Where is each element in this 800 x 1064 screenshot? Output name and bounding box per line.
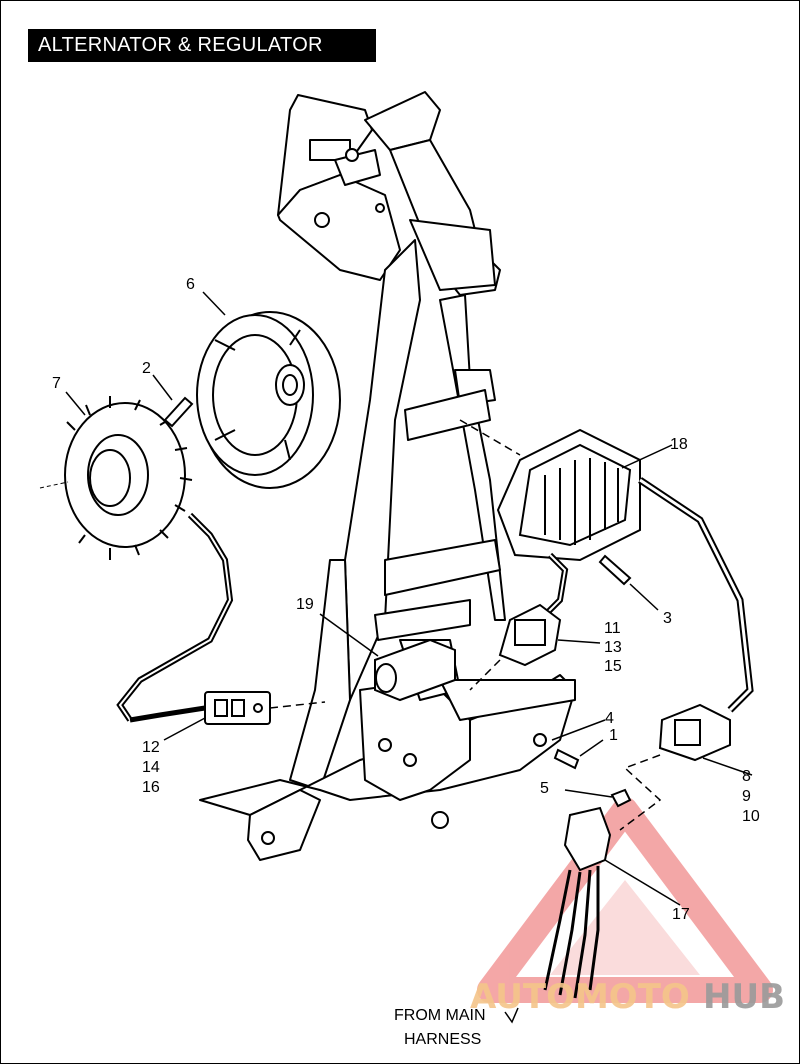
watermark-text-2: HUB (703, 977, 785, 1017)
nut (610, 788, 632, 808)
callout-13: 13 (604, 639, 622, 656)
diagram-title: ALTERNATOR & REGULATOR (28, 29, 376, 62)
footer-line2: HARNESS (404, 1031, 481, 1048)
watermark-text-1: AUTOMOTO (470, 977, 690, 1017)
connector8-dash-line (619, 754, 662, 831)
regulator-connector (498, 603, 562, 667)
stator-bolt (163, 396, 194, 428)
callout-4: 4 (605, 710, 614, 727)
washer (533, 733, 547, 747)
output-connector (658, 703, 731, 762)
callout-9: 9 (742, 788, 751, 805)
connector11-dash-line (469, 659, 501, 691)
footer-arrow-icon (504, 1007, 519, 1024)
stator-connector (204, 691, 271, 725)
bolt (553, 748, 580, 770)
callout-15: 15 (604, 658, 622, 675)
callout-11: 11 (604, 620, 621, 637)
module-19 (374, 638, 456, 702)
leader-lines (65, 291, 753, 906)
rotor (196, 311, 341, 489)
callout-2: 2 (142, 360, 151, 377)
callout-3: 3 (663, 610, 672, 627)
callout-17: 17 (672, 906, 690, 923)
callout-1: 1 (609, 727, 618, 744)
regulator-dash-line (459, 419, 521, 456)
callout-16: 16 (142, 779, 160, 796)
callout-7: 7 (52, 375, 61, 392)
callout-14: 14 (142, 759, 160, 776)
callout-10: 10 (742, 808, 760, 825)
callout-6: 6 (186, 276, 195, 293)
stator (64, 396, 234, 722)
wire-harness (543, 806, 612, 999)
connector-dash-line (269, 701, 326, 709)
voltage-regulator (496, 428, 754, 713)
watermark-logo (477, 797, 773, 1003)
callout-5: 5 (540, 780, 549, 797)
frame-assembly (199, 91, 576, 861)
footer-line1: FROM MAIN (394, 1007, 486, 1024)
regulator-screw (598, 554, 632, 586)
callout-12: 12 (142, 739, 160, 756)
stator-wires (129, 705, 206, 723)
callout-8: 8 (742, 768, 751, 785)
callout-18: 18 (670, 436, 688, 453)
callout-19: 19 (296, 596, 314, 613)
stator-axis-line (39, 481, 69, 489)
